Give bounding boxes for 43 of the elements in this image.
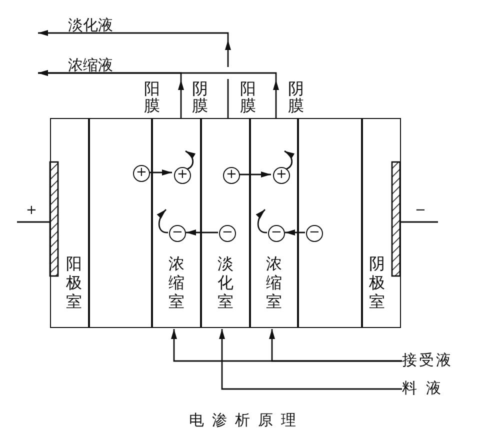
flow-label: 淡化液 [68,17,113,33]
flow-label: 料 液 [402,380,443,396]
chamber-box [200,118,251,328]
chamber-box [151,118,202,328]
arrow [157,209,168,234]
ion-circle: − [268,225,285,242]
chamber-box [361,118,401,328]
arrow [269,329,402,362]
ion-circle: − [219,225,236,242]
chamber-box [50,118,90,328]
membrane-label: 阳膜 [240,80,257,114]
arrow [219,329,402,390]
arrow [38,70,279,118]
ion-circle: − [306,225,323,242]
flow-label: 浓缩液 [68,57,113,73]
chamber-label: 淡化室 [216,254,234,311]
caption: 电渗析原理 [188,412,305,428]
arrow [284,150,294,170]
chamber-box [88,118,153,328]
membrane-label: 阳膜 [144,80,161,114]
chamber-label: 浓缩室 [168,254,185,311]
arrow [239,172,271,178]
polarity-sign: − [415,203,426,219]
arrow [285,230,305,236]
arrow [37,30,231,119]
chamber-label: 阳极室 [65,254,82,311]
ion-circle: + [133,165,150,182]
chamber-box [297,118,363,328]
ion-circle: − [169,225,186,242]
chamber-label: 浓缩室 [265,254,282,311]
polarity-sign: + [26,203,37,219]
chamber-box [249,118,299,328]
ion-circle: + [174,167,191,184]
arrow [149,170,172,176]
ion-circle: + [273,167,290,184]
membrane-label: 阴膜 [192,80,209,114]
arrow [186,230,218,236]
membrane-label: 阴膜 [288,80,305,114]
ion-circle: + [223,167,240,184]
arrow [185,150,196,170]
flow-label: 接受液 [402,352,453,368]
arrow [256,209,268,234]
chamber-label: 阴极室 [368,254,386,311]
